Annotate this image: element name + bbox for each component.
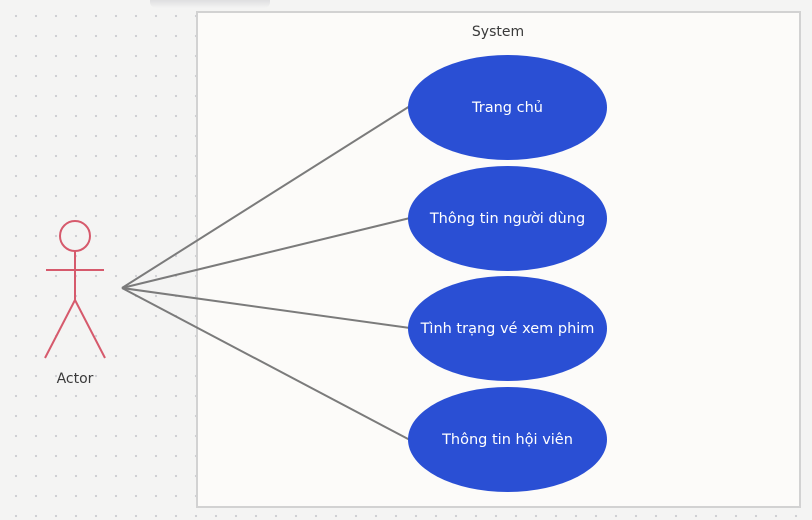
- use-case-tinh-trang-ve[interactable]: Tình trạng vé xem phim: [408, 276, 607, 381]
- actor-figure[interactable]: [44, 220, 106, 359]
- use-case-thong-tin-nguoi-dung[interactable]: Thông tin người dùng: [408, 166, 607, 271]
- connector-tinh-trang-ve[interactable]: [121, 287, 411, 329]
- actor-head: [59, 220, 91, 252]
- actor-left-leg: [44, 299, 76, 359]
- canvas-shadow: [150, 0, 270, 8]
- connector-trang-chu[interactable]: [121, 105, 411, 289]
- use-case-label: Thông tin hội viên: [442, 431, 573, 448]
- connector-thong-tin-hoi-vien[interactable]: [121, 287, 411, 441]
- connector-thong-tin-nguoi-dung[interactable]: [121, 217, 411, 289]
- connectors: [121, 105, 411, 441]
- use-case-trang-chu[interactable]: Trang chủ: [408, 55, 607, 160]
- use-case-label: Thông tin người dùng: [429, 210, 586, 227]
- actor-label: Actor: [56, 371, 94, 387]
- actor-right-leg: [74, 299, 106, 359]
- use-case-label: Tình trạng vé xem phim: [420, 320, 595, 337]
- system-label: System: [471, 24, 525, 40]
- use-case-label: Trang chủ: [472, 99, 543, 116]
- use-case-thong-tin-hoi-vien[interactable]: Thông tin hội viên: [408, 387, 607, 492]
